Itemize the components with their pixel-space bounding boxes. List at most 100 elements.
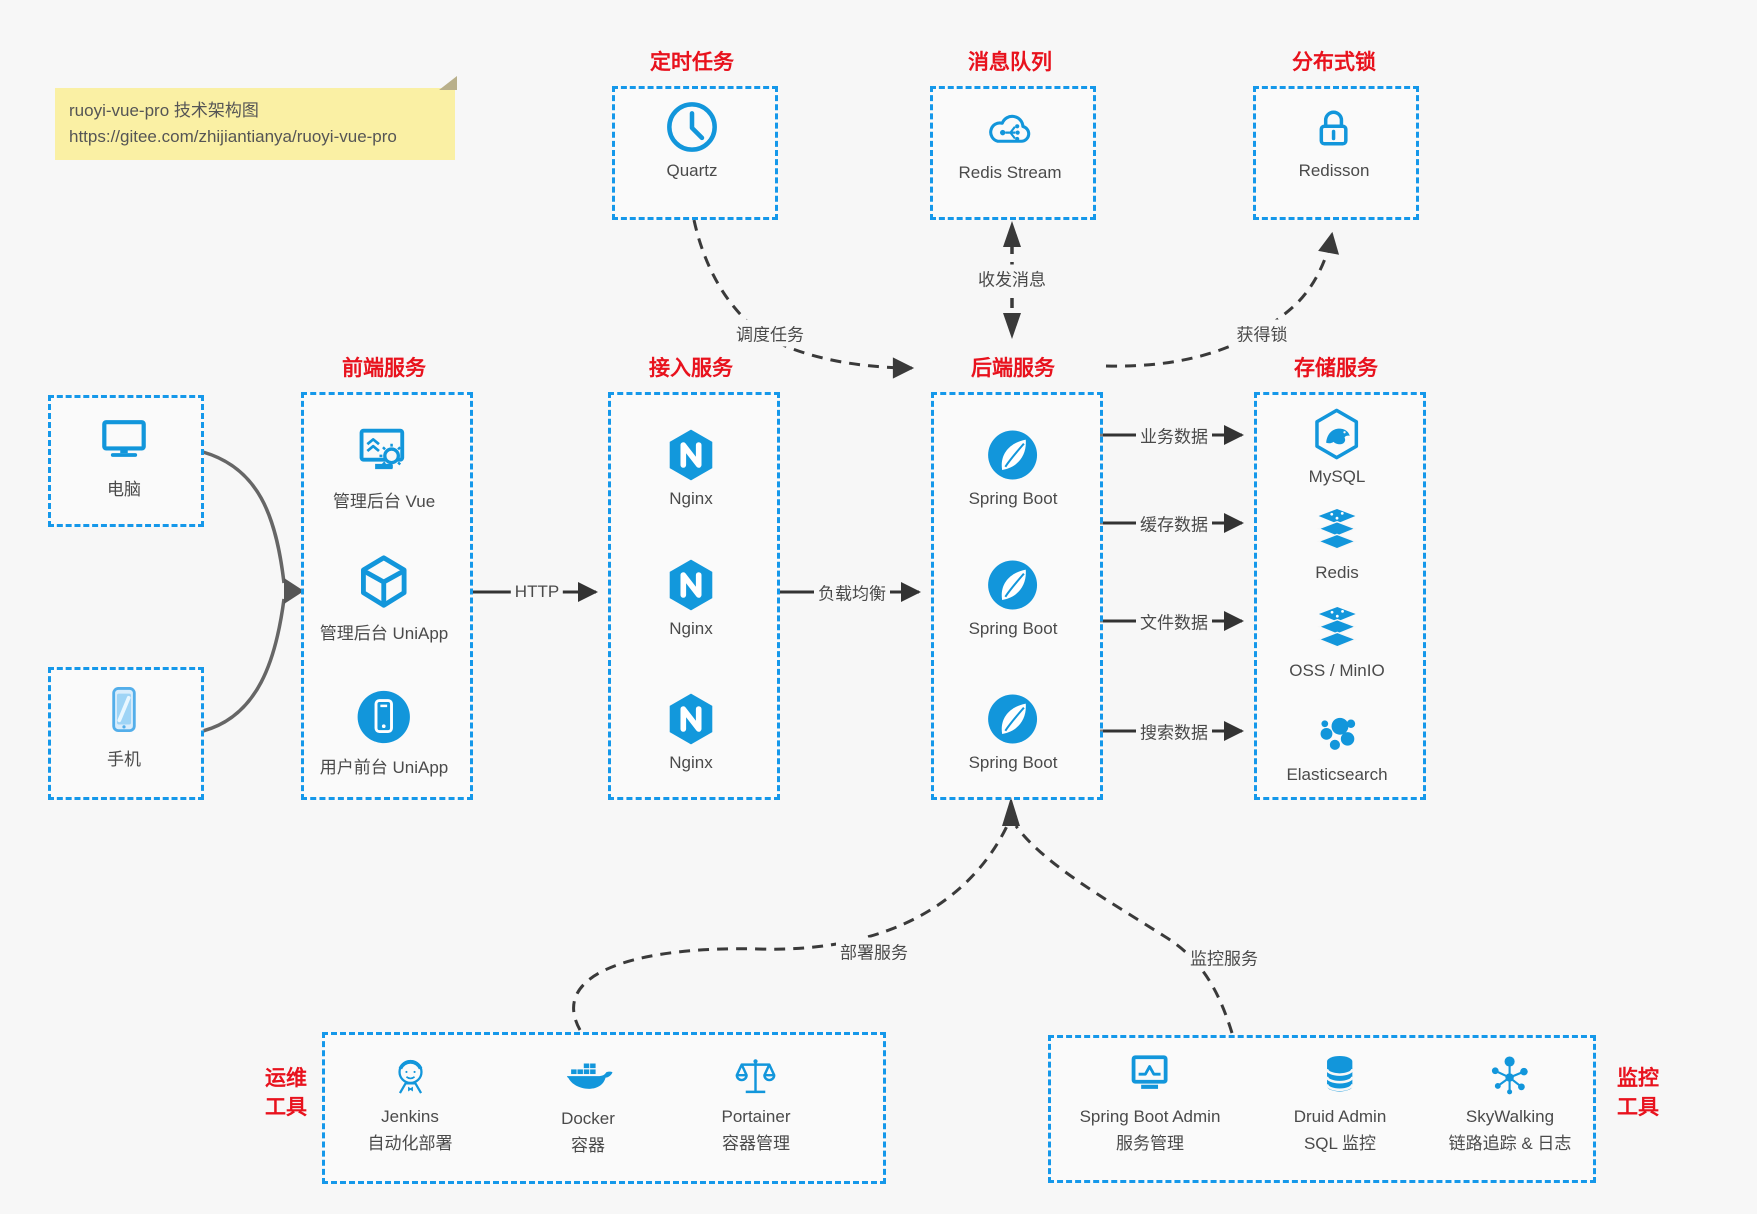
spring-boot-icon	[988, 560, 1038, 610]
deploy-monitor-arrowhead	[1002, 797, 1020, 826]
druid-desc: SQL 监控	[1303, 1134, 1377, 1153]
nginx-item-2: Nginx	[662, 556, 720, 639]
note-url: https://gitee.com/zhijiantianya/ruoyi-vu…	[69, 127, 397, 146]
nginx-label: Nginx	[669, 489, 713, 508]
uniapp-cube-icon	[361, 555, 407, 608]
edge-label-load-balance: 负载均衡	[814, 578, 890, 606]
user-uniapp-label: 用户前台 UniApp	[319, 758, 449, 777]
oss-stack-icon	[1316, 607, 1358, 648]
note-title: ruoyi-vue-pro 技术架构图	[69, 101, 259, 120]
redis-stream-label: Redis Stream	[958, 163, 1062, 182]
spring-boot-icon	[988, 694, 1038, 744]
admin-uniapp-label: 管理后台 UniApp	[319, 624, 449, 643]
docker-icon	[566, 1063, 613, 1089]
spring-boot-label: Spring Boot	[968, 489, 1058, 508]
edge-label-deploy-service: 部署服务	[836, 937, 912, 965]
spring-boot-item-1: Spring Boot	[968, 426, 1058, 509]
ops-tools-box	[322, 1032, 886, 1184]
nginx-label: Nginx	[669, 753, 713, 772]
jenkins-item: Jenkins 自动化部署	[368, 1050, 453, 1154]
section-title-gateway: 接入服务	[649, 357, 733, 380]
pc-client-label: 电脑	[107, 480, 141, 499]
sticky-note: ruoyi-vue-pro 技术架构图 https://gitee.com/zh…	[55, 76, 457, 160]
cloud-stream-icon	[989, 114, 1031, 143]
redis-stream-box	[930, 86, 1096, 220]
elasticsearch-icon	[1320, 717, 1355, 750]
druid-label: Druid Admin	[1293, 1107, 1387, 1126]
edge-label-send-receive-message: 收发消息	[974, 264, 1050, 292]
quartz-label: Quartz	[666, 161, 718, 180]
edge-monitor-service	[1014, 825, 1234, 1034]
quartz-item: Quartz	[663, 98, 721, 181]
jenkins-icon	[397, 1059, 423, 1094]
section-title-message-queue: 消息队列	[968, 51, 1052, 74]
spring-boot-admin-desc: 服务管理	[1116, 1134, 1184, 1153]
skywalking-icon	[1492, 1056, 1529, 1095]
message-arrowhead-up	[1003, 221, 1021, 247]
jenkins-desc: 自动化部署	[367, 1134, 453, 1153]
portainer-desc: 容器管理	[721, 1134, 790, 1153]
edge-label-monitor-service: 监控服务	[1186, 943, 1262, 971]
section-title-scheduled-jobs: 定时任务	[650, 51, 734, 74]
admin-uniapp-item: 管理后台 UniApp	[320, 552, 448, 644]
nginx-icon	[669, 559, 713, 611]
pc-client-item: 电脑	[94, 410, 154, 500]
note-fold-corner	[439, 76, 457, 90]
portainer-icon	[736, 1059, 776, 1094]
message-arrowhead-down	[1003, 313, 1021, 339]
user-uniapp-item: 用户前台 UniApp	[320, 686, 448, 778]
ops-tools-title: 运维 工具	[265, 1067, 307, 1119]
admin-vue-item: 管理后台 Vue	[333, 420, 435, 512]
docker-desc: 容器	[571, 1136, 605, 1155]
oss-minio-item: OSS / MinIO	[1289, 600, 1385, 681]
user-app-icon	[357, 690, 411, 744]
docker-label: Docker	[561, 1109, 615, 1128]
edge-label-business-data: 业务数据	[1136, 421, 1212, 449]
section-title-distributed-lock: 分布式锁	[1292, 51, 1376, 74]
nginx-icon	[669, 693, 713, 745]
redis-stack-icon	[1316, 509, 1358, 550]
edge-label-http: HTTP	[510, 581, 564, 603]
oss-minio-label: OSS / MinIO	[1289, 661, 1385, 680]
redisson-label: Redisson	[1298, 161, 1370, 180]
nginx-item-1: Nginx	[662, 426, 720, 509]
elasticsearch-item: Elasticsearch	[1286, 706, 1388, 785]
redis-label: Redis	[1315, 563, 1359, 582]
phone-icon	[112, 687, 136, 733]
redis-item: Redis	[1309, 502, 1365, 583]
edge-label-file-data: 文件数据	[1136, 607, 1212, 635]
nginx-item-3: Nginx	[662, 690, 720, 773]
admin-vue-label: 管理后台 Vue	[332, 492, 436, 511]
mysql-item: MySQL	[1308, 406, 1366, 487]
edge-pc-to-frontend	[202, 450, 286, 584]
skywalking-label: SkyWalking	[1465, 1107, 1555, 1126]
lock-icon	[1320, 110, 1348, 146]
edge-deploy-service	[572, 823, 1010, 1031]
spring-boot-item-2: Spring Boot	[968, 556, 1058, 639]
section-title-storage: 存储服务	[1294, 357, 1378, 380]
mysql-label: MySQL	[1308, 467, 1366, 486]
skywalking-desc: 链路追踪 & 日志	[1448, 1134, 1572, 1153]
edge-schedule-task	[692, 219, 915, 379]
spring-boot-label: Spring Boot	[968, 753, 1058, 772]
edge-acquire-lock	[1105, 231, 1340, 368]
edge-label-acquire-lock: 获得锁	[1232, 319, 1292, 347]
spring-boot-admin-label: Spring Boot Admin	[1079, 1107, 1221, 1126]
spring-boot-admin-item: Spring Boot Admin 服务管理	[1079, 1048, 1221, 1154]
edge-phone-to-frontend	[202, 598, 286, 733]
pc-client-box	[48, 395, 204, 527]
admin-vue-icon	[359, 428, 405, 470]
spring-boot-label: Spring Boot	[968, 619, 1058, 638]
section-title-frontend: 前端服务	[342, 357, 426, 380]
druid-item: Druid Admin SQL 监控	[1293, 1048, 1387, 1154]
mysql-icon	[1315, 408, 1359, 460]
spring-boot-icon	[988, 430, 1038, 480]
monitor-tools-title: 监控 工具	[1617, 1067, 1659, 1119]
nginx-icon	[669, 429, 713, 481]
clock-icon	[667, 102, 717, 152]
monitor-tools-box	[1048, 1035, 1596, 1183]
nginx-label: Nginx	[669, 619, 713, 638]
spring-boot-item-3: Spring Boot	[968, 690, 1058, 773]
redisson-item: Redisson	[1298, 100, 1370, 181]
